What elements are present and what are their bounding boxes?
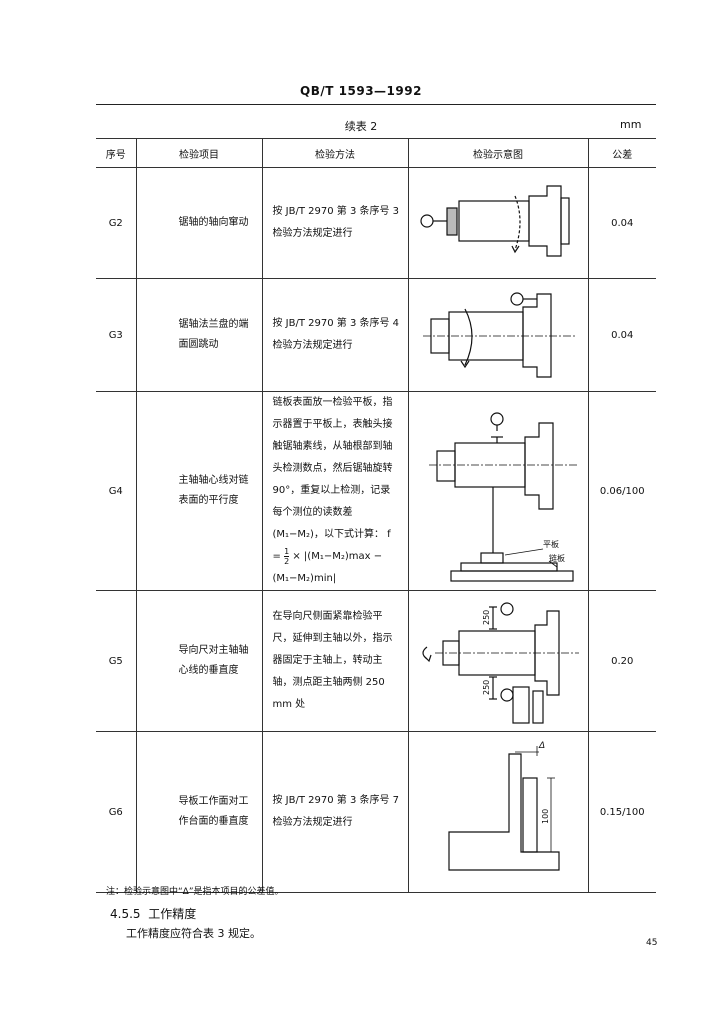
row-item: 导向尺对主轴轴心线的垂直度 <box>135 590 263 732</box>
flange-face-runout-diagram <box>422 292 577 378</box>
distance-label-bottom: 250 <box>482 680 491 695</box>
row-code: G6 <box>96 731 137 893</box>
distance-label-top: 250 <box>482 610 491 625</box>
section-title: 工作精度 <box>148 907 197 921</box>
flat-plate-label: 平板 <box>543 539 559 549</box>
row-method: 按 JB/T 2970 第 3 条序号 7 检验方法规定进行 <box>261 731 409 893</box>
inspection-table: 序号 检验项目 检验方法 检验示意图 公差 G2 锯轴的轴向窜动 按 JB/T … <box>96 138 656 893</box>
standard-code-header: QB/T 1593—1992 <box>300 84 422 98</box>
figure-cell: Δ 100 <box>407 731 589 893</box>
row-tolerance: 0.20 <box>587 590 656 732</box>
page-number: 45 <box>646 938 658 948</box>
row-item: 锯轴的轴向窜动 <box>135 167 263 279</box>
table-note: 注：检验示意图中“Δ”是指本项目的公差值。 <box>106 887 284 897</box>
column-header: 检验示意图 <box>407 138 589 168</box>
method-text: 链板表面放一检验平板，指示器置于平板上，表触头接触锯轴素线，从轴根部到轴头检测数… <box>272 397 393 540</box>
height-label: 100 <box>541 809 550 824</box>
table-row: G5 导向尺对主轴轴心线的垂直度 在导向尺侧面紧靠检验平尺，延伸到主轴以外，指示… <box>96 590 656 732</box>
guide-plate-perpendicularity-diagram: Δ 100 <box>447 741 560 871</box>
table-header-row: 序号 检验项目 检验方法 检验示意图 公差 <box>96 138 656 168</box>
row-tolerance: 0.04 <box>587 167 656 279</box>
row-code: G3 <box>96 278 137 392</box>
table-row: G2 锯轴的轴向窜动 按 JB/T 2970 第 3 条序号 3 检验方法规定进… <box>96 167 656 279</box>
table-row: G4 主轴轴心线对链表面的平行度 链板表面放一检验平板，指示器置于平板上，表触头… <box>96 391 656 591</box>
section-text: 工作精度应符合表 3 规定。 <box>126 927 261 940</box>
formula-rhs: × |(M₁−M₂)max − (M₁−M₂)min| <box>272 551 383 584</box>
table-row: G3 锯轴法兰盘的端面圆跳动 按 JB/T 2970 第 3 条序号 4 检验方… <box>96 278 656 392</box>
column-header: 检验项目 <box>135 138 263 168</box>
row-code: G4 <box>96 391 137 591</box>
row-method: 按 JB/T 2970 第 3 条序号 3 检验方法规定进行 <box>261 167 409 279</box>
table-row: G6 导板工作面对工作台面的垂直度 按 JB/T 2970 第 3 条序号 7 … <box>96 731 656 893</box>
header-rule <box>96 104 656 105</box>
formula-numerator: 1 <box>284 546 290 557</box>
row-item: 导板工作面对工作台面的垂直度 <box>135 731 263 893</box>
row-tolerance: 0.04 <box>587 278 656 392</box>
table-caption: 续表 2 <box>344 120 378 133</box>
figure-cell: 平板 链板 <box>407 391 589 591</box>
row-item: 锯轴法兰盘的端面圆跳动 <box>135 278 263 392</box>
row-item: 主轴轴心线对链表面的平行度 <box>135 391 263 591</box>
table-unit: mm <box>620 118 642 131</box>
row-tolerance: 0.15/100 <box>587 731 656 893</box>
spindle-axial-runout-diagram <box>419 185 570 257</box>
formula-denominator: 2 <box>284 556 290 566</box>
row-tolerance: 0.06/100 <box>587 391 656 591</box>
guide-ruler-perpendicularity-diagram: 250 250 <box>421 602 579 724</box>
row-method: 在导向尺侧面紧靠检验平尺，延伸到主轴以外，指示器固定于主轴上，转动主轴，测点距主… <box>261 590 409 732</box>
section-heading: 4.5.5 工作精度 <box>110 905 196 922</box>
formula-lhs: f = <box>272 529 391 562</box>
spindle-parallelism-diagram: 平板 链板 <box>428 412 577 582</box>
row-method: 按 JB/T 2970 第 3 条序号 4 检验方法规定进行 <box>261 278 409 392</box>
formula-fraction: 1 2 <box>284 546 290 566</box>
column-header: 检验方法 <box>261 138 409 168</box>
column-header: 序号 <box>96 138 137 168</box>
figure-cell <box>407 278 589 392</box>
section-number: 4.5.5 <box>110 907 141 921</box>
figure-cell <box>407 167 589 279</box>
tolerance-delta-label: Δ <box>538 741 545 751</box>
chain-plate-label: 链板 <box>549 553 565 563</box>
row-code: G2 <box>96 167 137 279</box>
row-method: 链板表面放一检验平板，指示器置于平板上，表触头接触锯轴素线，从轴根部到轴头检测数… <box>261 391 409 591</box>
column-header: 公差 <box>587 138 656 168</box>
figure-cell: 250 250 <box>407 590 589 732</box>
row-code: G5 <box>96 590 137 732</box>
